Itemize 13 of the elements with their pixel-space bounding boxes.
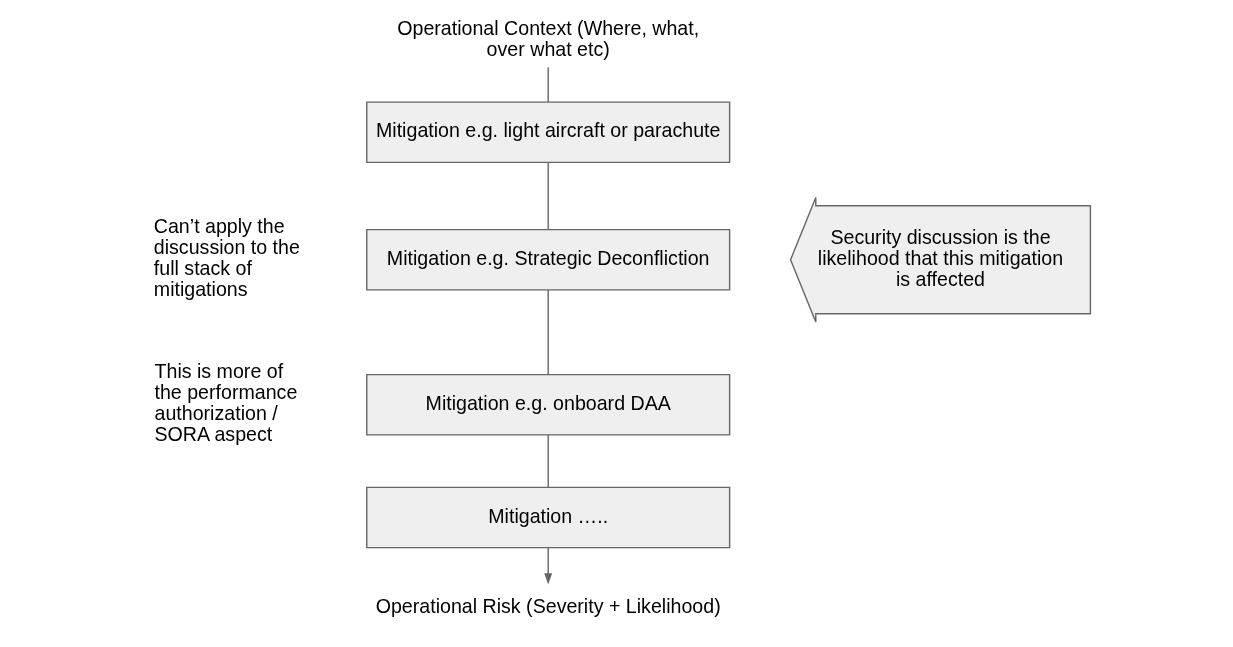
label: Can’t apply the discussion to the full stack of mitigations: [153, 215, 300, 301]
connector: [547, 434, 549, 488]
node-box: Mitigation e.g. light aircraft or parachute: [366, 101, 731, 164]
node-text: Operational Risk (Severity + Likelihood): [375, 595, 721, 618]
connector: [547, 66, 549, 103]
connector: [547, 289, 549, 376]
label: This is more of the performance authorization / SORA aspect: [154, 360, 298, 446]
node-box: Mitigation e.g. onboard DAA: [366, 373, 731, 436]
arrow: [544, 547, 553, 585]
node-box: Mitigation e.g. Strategic Deconfliction: [366, 228, 731, 291]
connector: [547, 161, 549, 231]
node-box: Mitigation …..: [366, 486, 731, 549]
node-text: Operational Context (Where, what, over what etc): [397, 17, 700, 61]
